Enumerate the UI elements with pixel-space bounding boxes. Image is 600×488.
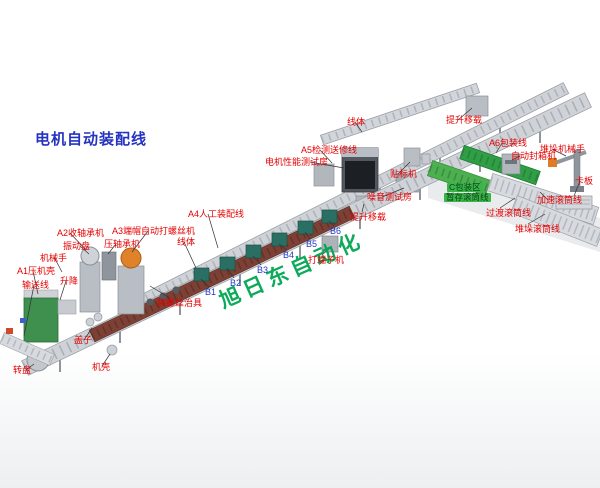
motor-parts (146, 286, 180, 306)
label-a2-bearing-machine: A2收轴承机 (57, 228, 105, 238)
a2-a3-stations (79, 246, 145, 315)
small-parts (85, 312, 118, 356)
label-lift-transfer-mid: 提升移载 (350, 212, 387, 222)
leader-lines (23, 107, 581, 371)
label-c-packing-zone: C包装区 (447, 182, 483, 192)
label-lift-transfer-top: 提升移载 (446, 115, 483, 125)
label-palletizing-robot: 堆垛机械手 (540, 144, 586, 154)
label-conveyor-line: 输送线 (22, 280, 50, 290)
label-cover: 盖子 (74, 335, 93, 345)
label-a4-manual-line: A4人工装配线 (188, 209, 245, 219)
diagram-title: 电机自动装配线 (35, 131, 148, 148)
station-bins (193, 209, 338, 282)
label-a5-test-repair-line: A5检测送修线 (301, 145, 358, 155)
label-turntable: 转盘 (13, 365, 32, 375)
label-line-body-mid: 线体 (177, 237, 196, 247)
label-pallet: 卡板 (575, 176, 594, 186)
label-line-body-top: 线体 (347, 117, 366, 127)
label-press-bearing-machine: 压轴承机 (104, 239, 141, 249)
label-screw-fixture: 装螺丝治具 (157, 298, 203, 308)
label-a3-screw-machine: A3端帽自动打螺丝机 (112, 226, 196, 236)
label-b4: B4 (283, 250, 295, 260)
terminal-machine-body (321, 235, 339, 253)
a1-station (0, 289, 77, 372)
label-lifter: 升降 (60, 276, 79, 286)
lift-transfer-top-body (465, 95, 489, 117)
motor-test-chamber (341, 147, 379, 193)
label-accelerate-roller-line: 加速滚筒线 (537, 195, 583, 205)
label-a6-packing-line: A6包装线 (489, 138, 528, 148)
label-robot-hand: 机械手 (40, 253, 68, 263)
label-b2: B2 (230, 278, 242, 288)
label-noise-test-room: 噪音测试房 (367, 192, 413, 202)
label-b3: B3 (257, 265, 269, 275)
label-b6: B6 (330, 226, 342, 236)
label-shell: 机壳 (92, 362, 111, 372)
label-motor-test-room: 电机性能测试房 (265, 157, 329, 167)
labeling-machine-body (403, 147, 431, 167)
label-terminal-machine: 打端子机 (308, 255, 345, 265)
label-vibration-bowl: 振动盘 (63, 241, 91, 251)
label-transition-roller-line: 过渡滚筒线 (486, 208, 532, 218)
label-labeling-machine: 贴标机 (390, 169, 418, 179)
packing-zone (426, 144, 600, 247)
label-b5: B5 (306, 239, 318, 249)
pre-test-equipment (313, 163, 335, 187)
label-box-sealing-machine: 自动封箱机 (511, 151, 557, 161)
label-a1-press-shell: A1压机壳 (17, 266, 56, 276)
label-palletize-roller-line: 堆垛滚筒线 (515, 224, 561, 234)
label-buffer-roller-line: 暂存滚筒线 (444, 192, 491, 202)
label-b1: B1 (205, 287, 217, 297)
